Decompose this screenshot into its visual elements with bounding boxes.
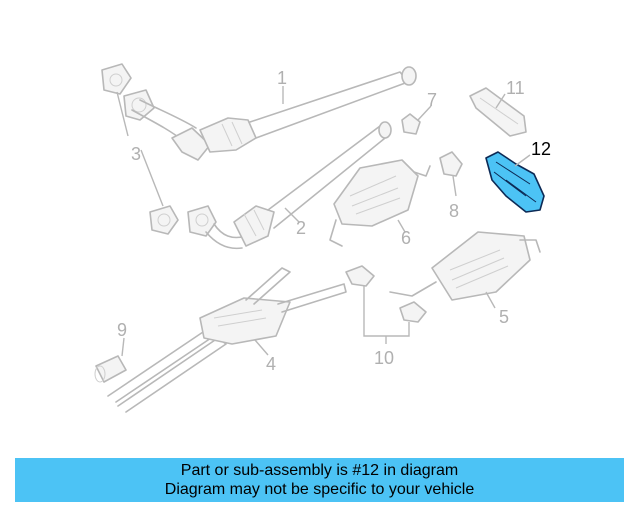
banner-line-1: Part or sub-assembly is #12 in diagram [180, 462, 459, 479]
callout-8: 8 [449, 201, 459, 221]
part-10-hanger[interactable] [345, 265, 427, 323]
banner-line-2: Diagram may not be specific to your vehi… [164, 481, 475, 498]
callout-6: 6 [401, 228, 411, 248]
part-11-heat-shield[interactable] [469, 87, 527, 137]
part-5-rear-muffler[interactable] [389, 231, 541, 301]
part-6-resonator[interactable] [329, 159, 431, 247]
callout-labels: 1 2 3 4 5 6 7 8 9 10 11 12 [117, 68, 551, 374]
exhaust-parts-diagram: 1 2 3 4 5 6 7 8 9 10 11 12 [94, 63, 551, 413]
part-9-clamp[interactable] [94, 355, 127, 383]
callout-12: 12 [531, 139, 551, 159]
part-3-gasket[interactable] [149, 205, 179, 235]
part-1-front-pipe[interactable] [101, 63, 417, 161]
part-7-clamp[interactable] [401, 113, 421, 135]
part-2-front-pipe[interactable] [187, 121, 392, 250]
callout-3: 3 [131, 144, 141, 164]
callout-7: 7 [427, 90, 437, 110]
callout-1: 1 [277, 68, 287, 88]
leader-lines [116, 86, 531, 357]
part-12-heat-shield-highlighted[interactable] [485, 151, 545, 213]
callout-10: 10 [374, 348, 394, 368]
info-banner: Part or sub-assembly is #12 in diagram D… [15, 458, 624, 502]
part-4-center-pipe[interactable] [107, 267, 347, 413]
part-8-hanger[interactable] [439, 151, 463, 177]
callout-11: 11 [506, 78, 525, 98]
callout-5: 5 [499, 307, 509, 327]
callout-9: 9 [117, 320, 127, 340]
callout-2: 2 [296, 218, 306, 238]
callout-4: 4 [266, 354, 276, 374]
